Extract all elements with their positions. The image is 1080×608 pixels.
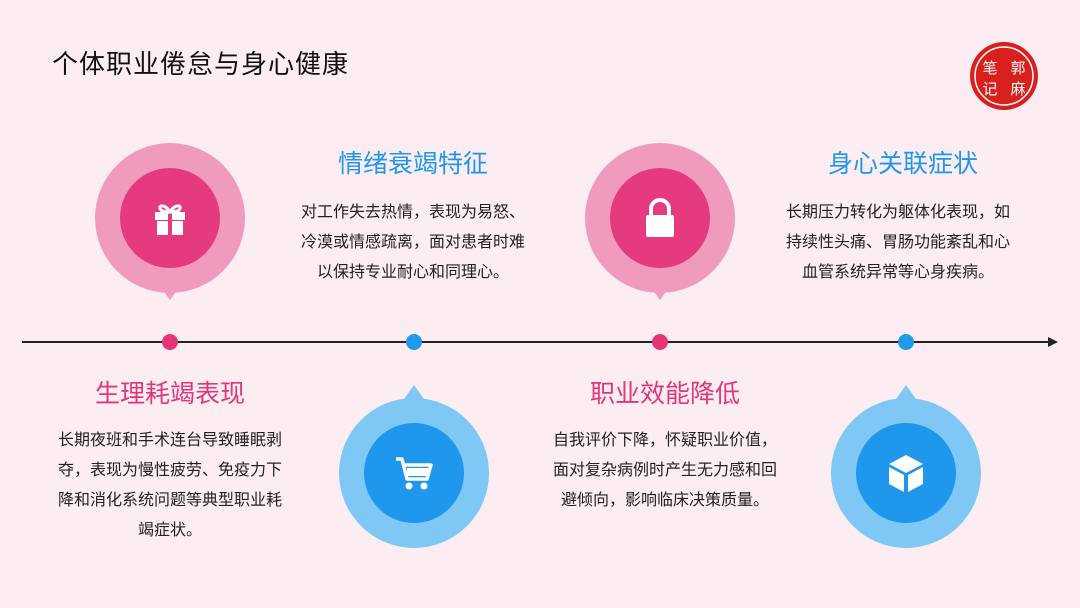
timeline-dot-4 <box>898 334 914 350</box>
card-title-3: 职业效能降低 <box>589 379 740 408</box>
pin-marker-3 <box>585 143 735 300</box>
card-body-4: 长期压力转化为躯体化表现，如持续性头痛、胃肠功能紊乱和心血管系统异常等心身疾病。 <box>785 202 1010 281</box>
lock-icon <box>610 168 710 268</box>
svg-text:笔: 笔 <box>982 59 997 77</box>
card-body-3: 自我评价下降，怀疑职业价值，面对复杂病例时产生无力感和回避倾向，影响临床决策质量… <box>552 430 777 509</box>
svg-text:麻: 麻 <box>1010 80 1025 98</box>
svg-text:记: 记 <box>982 80 997 98</box>
gift-icon <box>120 168 220 268</box>
svg-text:郭: 郭 <box>1010 59 1025 77</box>
pin-marker-4 <box>831 385 981 548</box>
cube-icon <box>856 423 956 523</box>
logo-seal: 笔 郭 记 麻 <box>970 42 1038 110</box>
timeline-dot-1 <box>162 334 178 350</box>
card-title-1: 生理耗竭表现 <box>94 379 245 408</box>
card-body-1: 长期夜班和手术连台导致睡眠剥夺，表现为慢性疲劳、免疫力下降和消化系统问题等典型职… <box>57 430 282 539</box>
card-title-4: 身心关联症状 <box>827 149 978 178</box>
card-title-2: 情绪衰竭特征 <box>337 149 488 178</box>
cart-icon <box>364 423 464 523</box>
timeline-arrow <box>1048 337 1058 347</box>
timeline-line <box>22 341 1052 343</box>
timeline-dot-3 <box>652 334 668 350</box>
timeline-dot-2 <box>406 334 422 350</box>
pin-marker-1 <box>95 143 245 300</box>
card-body-2: 对工作失去热情，表现为易怒、冷漠或情感疏离，面对患者时难以保持专业耐心和同理心。 <box>300 202 525 281</box>
page-title: 个体职业倦怠与身心健康 <box>52 50 350 80</box>
pin-marker-2 <box>339 385 489 548</box>
